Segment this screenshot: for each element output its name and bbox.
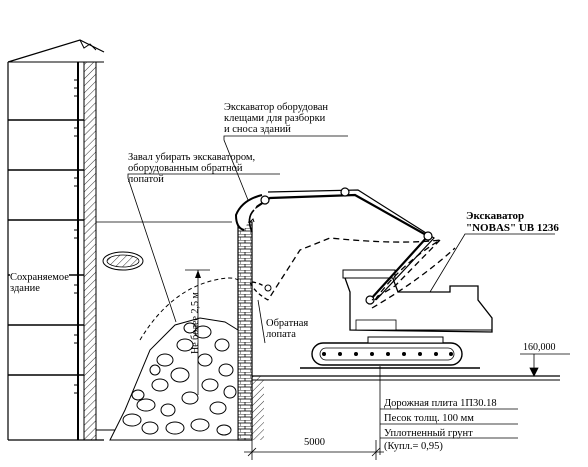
layer-compacted-soil: Уплотненный грунт (384, 428, 473, 439)
layer-compaction: (Купл.= 0,95) (384, 441, 443, 452)
width-dimension (244, 440, 384, 460)
layer-road-slab: Дорожная плита 1П30.18 (384, 398, 497, 409)
ground (251, 367, 560, 440)
height-limit-label: Не более 2,5 м (190, 292, 201, 354)
layer-sand: Песок толщ. 100 мм (384, 413, 474, 424)
level-mark-label: 160,000 (523, 342, 556, 353)
preserved-building (7, 39, 130, 441)
excavator-model-label: Экскаватор "NOBAS" UB 1236 (466, 210, 559, 234)
dimension-label: 5000 (304, 437, 325, 448)
layer-callout (379, 366, 518, 455)
level-mark (520, 353, 570, 377)
excavator-claws-label: Экскаватор оборудован клещами для разбор… (224, 102, 329, 135)
manhole-icon (102, 251, 144, 271)
rubble-note-label: Завал убирать экскаватором, оборудованны… (128, 152, 256, 185)
preserved-building-label: Сохраняемое здание (10, 272, 69, 294)
height-dimension (185, 269, 210, 395)
layers-legend: Дорожная плита 1П30.18 Песок толщ. 100 м… (384, 398, 497, 452)
rubble-pile (109, 277, 239, 441)
leader-lines (127, 135, 555, 344)
excavator (234, 187, 493, 366)
backhoe-label: Обратная лопата (266, 318, 309, 340)
